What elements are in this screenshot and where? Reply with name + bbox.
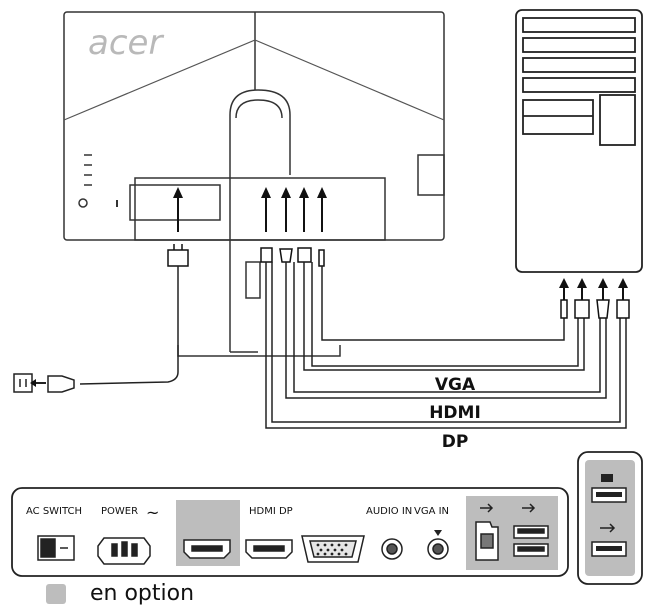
side-usb-port-tongue <box>596 492 622 497</box>
headphone-mark-icon <box>434 530 442 536</box>
pc-drive-bay <box>522 77 636 93</box>
wall-outlet-icon <box>13 373 33 393</box>
audio-in-jack-inner <box>432 543 444 555</box>
dp-plug-monitor-icon <box>260 247 273 263</box>
monitor-side-tab <box>417 154 445 196</box>
power-cable-line <box>79 266 179 385</box>
label-power: POWER <box>101 506 138 517</box>
side-usb-symbol-icon <box>601 474 613 482</box>
legend-swatch <box>46 584 66 604</box>
hdmi-plug-monitor-icon <box>279 248 293 263</box>
vga-port-icon <box>301 535 365 563</box>
arrow-audio-in-head <box>317 187 327 198</box>
usb-a-port-tongue <box>517 528 545 534</box>
vga-port-inner <box>309 540 357 558</box>
pc-input-arrows <box>559 278 628 300</box>
ac-switch-rocker <box>40 538 56 558</box>
hdmi-port-slot <box>253 545 285 552</box>
power-socket-icon <box>97 537 151 565</box>
arrow-pc-audio-head <box>559 278 569 288</box>
monitor-power-recess <box>129 184 221 221</box>
stand-neck-left <box>229 89 291 352</box>
arrow-pc-hdmi-head <box>598 278 608 288</box>
dp-cable-line-inner <box>271 262 621 423</box>
usb-symbol-icon <box>480 503 494 513</box>
pc-case <box>515 9 643 273</box>
power-cord-plug-icon <box>167 249 189 267</box>
power-socket-pin <box>121 541 128 557</box>
vga-port-pins <box>316 543 348 556</box>
pc-tower <box>515 9 643 273</box>
usb-ports <box>475 503 549 561</box>
dp-cable-line <box>265 262 627 429</box>
monitor-back-contour <box>63 39 445 121</box>
audio-cable-line <box>321 266 565 341</box>
stand-slot <box>245 261 261 299</box>
monitor-power-button-icon <box>78 198 88 208</box>
pc-side-plugs <box>560 299 630 319</box>
monitor-rear <box>63 11 445 241</box>
arrow-pc-vga-head <box>577 278 587 288</box>
hdmi-plug-pc-icon <box>596 299 610 319</box>
dp-plug-pc-icon <box>616 299 630 319</box>
hdmi-cable-line <box>285 262 607 399</box>
arrow-to-outlet-head <box>30 379 36 387</box>
arrow-pc-dp-head <box>618 278 628 288</box>
audio-jack-icon <box>381 538 403 560</box>
vga-cable-line-inner <box>311 262 579 367</box>
hdmi-port-icon <box>245 539 293 559</box>
label-ac-switch: AC SWITCH <box>26 506 82 517</box>
audio-plug-monitor-icon <box>318 249 325 267</box>
vga-plug-monitor-icon <box>297 247 312 263</box>
usb-b-port-inner <box>480 533 494 549</box>
hdmi-cable-line-inner <box>293 262 601 393</box>
label-power-symbol: ~ <box>146 503 159 522</box>
pc-drive-bay <box>522 57 636 73</box>
monitor-brand-logo: acer <box>88 23 164 63</box>
arrow-power-in-head <box>173 187 183 198</box>
cable-label-vga: VGA <box>435 375 476 395</box>
signal-cables <box>265 262 627 429</box>
power-socket-pin <box>111 543 118 557</box>
stand-base <box>177 345 341 357</box>
label-vga-in: VGA IN <box>414 506 449 517</box>
pc-drive-bay <box>522 37 636 53</box>
power-socket-pin <box>131 543 138 557</box>
arrow-hdmi-in-head <box>281 187 291 198</box>
pc-drive-bay <box>522 17 636 33</box>
side-usb-port-tongue <box>596 546 622 551</box>
label-hdmi-dp: HDMI DP <box>249 506 293 517</box>
legend-label: en option <box>90 581 194 606</box>
pc-panel-side <box>599 94 636 146</box>
side-usb-symbol-icon <box>600 523 616 533</box>
arrow-vga-in-head <box>299 187 309 198</box>
audio-in-jack-icon <box>427 530 449 560</box>
hdmi-port-optional-slot <box>191 545 223 552</box>
usb-a-port-tongue <box>517 546 545 552</box>
vga-cable-line <box>303 262 585 371</box>
audio-plug-pc-icon <box>560 299 568 319</box>
monitor-stand <box>177 89 341 357</box>
monitor-side-plugs <box>167 244 325 267</box>
vga-plug-pc-icon <box>574 299 590 319</box>
wall-plug-icon <box>47 375 75 393</box>
cable-label-hdmi: HDMI <box>429 403 481 423</box>
monitor-input-arrows <box>173 187 327 232</box>
power-cable <box>13 266 179 393</box>
stand-neck-inner <box>235 99 283 119</box>
label-audio-in: AUDIO IN <box>366 506 412 517</box>
pc-panel <box>522 99 594 135</box>
hdmi-port-optional-icon <box>183 539 231 559</box>
arrow-dp-in-head <box>261 187 271 198</box>
audio-jack-inner <box>386 543 398 555</box>
ac-switch-icon <box>37 535 75 561</box>
side-usb-panel <box>577 451 643 585</box>
monitor-io-bay <box>134 177 386 241</box>
usb-symbol-icon <box>522 503 536 513</box>
cable-label-dp: DP <box>442 432 469 452</box>
